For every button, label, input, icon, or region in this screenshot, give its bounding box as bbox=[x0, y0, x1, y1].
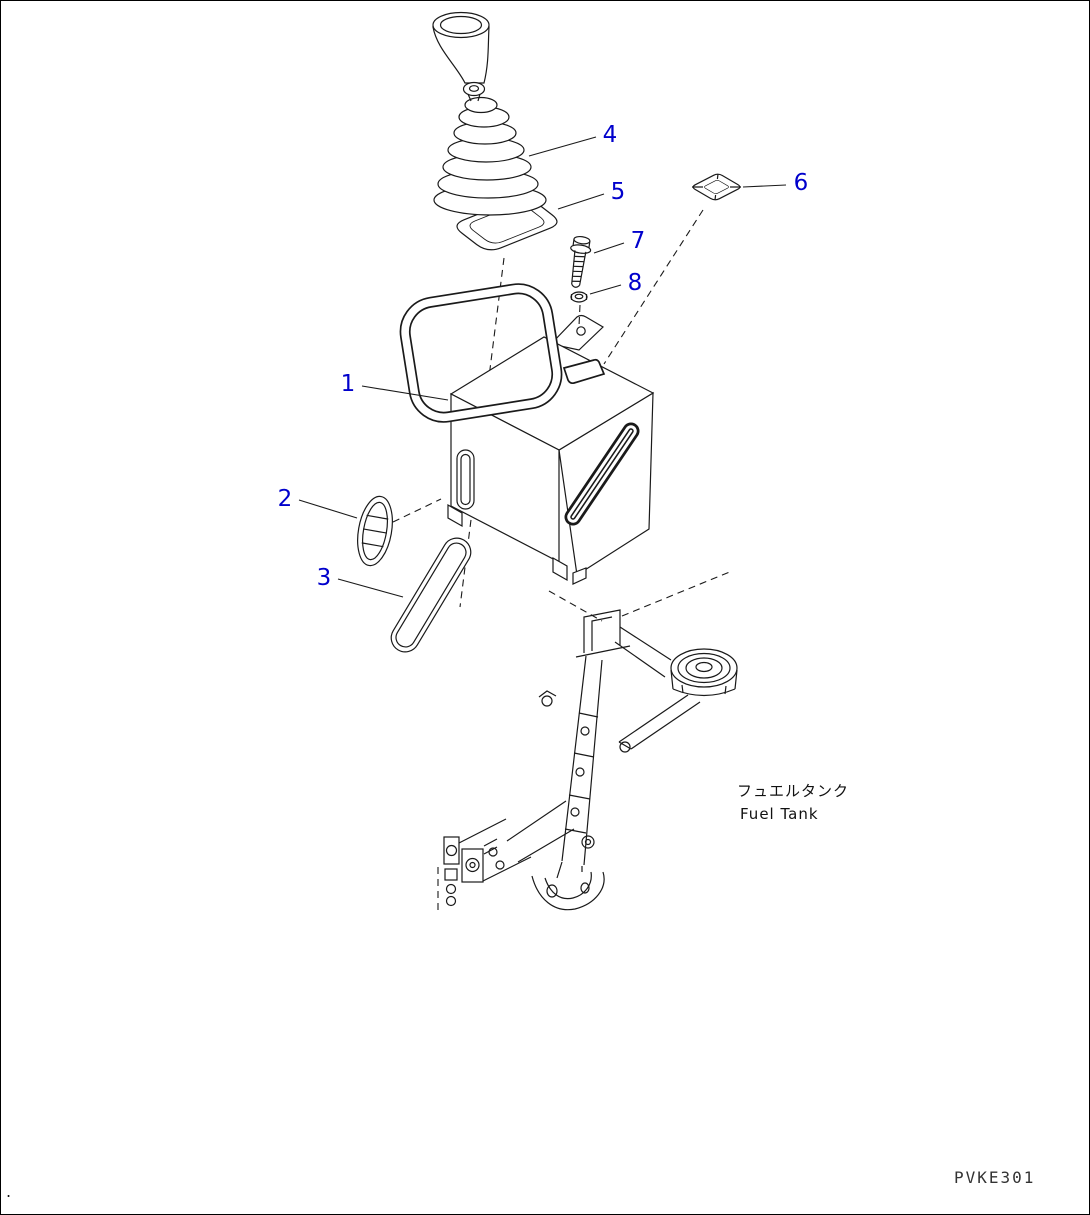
callout-8-number: 8 bbox=[628, 270, 643, 296]
callout-8: 8 bbox=[589, 270, 643, 296]
part-7-bolt bbox=[570, 235, 592, 288]
part-4-boot bbox=[433, 96, 547, 216]
part-2-plug bbox=[357, 495, 393, 567]
callout-4: 4 bbox=[528, 122, 618, 157]
callout-6: 6 bbox=[742, 170, 809, 196]
callout-1-number: 1 bbox=[341, 371, 356, 397]
callout-3-number: 3 bbox=[317, 565, 332, 591]
fuel-tank-label-english: Fuel Tank bbox=[740, 805, 819, 823]
assembly-lines-front bbox=[392, 209, 733, 622]
part-6-grommet bbox=[692, 173, 741, 201]
part-1-console bbox=[399, 283, 655, 585]
callout-1: 1 bbox=[341, 371, 449, 401]
fuel-tank-label-japanese: フュエルタンク bbox=[737, 782, 849, 800]
callout-2-number: 2 bbox=[278, 486, 293, 512]
callout-5-number: 5 bbox=[611, 179, 626, 205]
part-8-nut bbox=[570, 291, 588, 303]
callout-5: 5 bbox=[557, 179, 626, 210]
fuel-tank-assembly bbox=[437, 609, 738, 915]
lever-knob bbox=[432, 11, 490, 102]
drawing-code: PVKE301 bbox=[954, 1168, 1035, 1187]
callout-7: 7 bbox=[593, 228, 646, 254]
callout-3: 3 bbox=[317, 565, 404, 598]
callout-2: 2 bbox=[278, 486, 358, 519]
corner-mark: . bbox=[6, 1182, 11, 1201]
callout-4-number: 4 bbox=[603, 122, 618, 148]
callout-6-number: 6 bbox=[794, 170, 809, 196]
callout-7-number: 7 bbox=[631, 228, 646, 254]
console-handle bbox=[399, 283, 563, 423]
part-3-cover bbox=[390, 537, 472, 653]
